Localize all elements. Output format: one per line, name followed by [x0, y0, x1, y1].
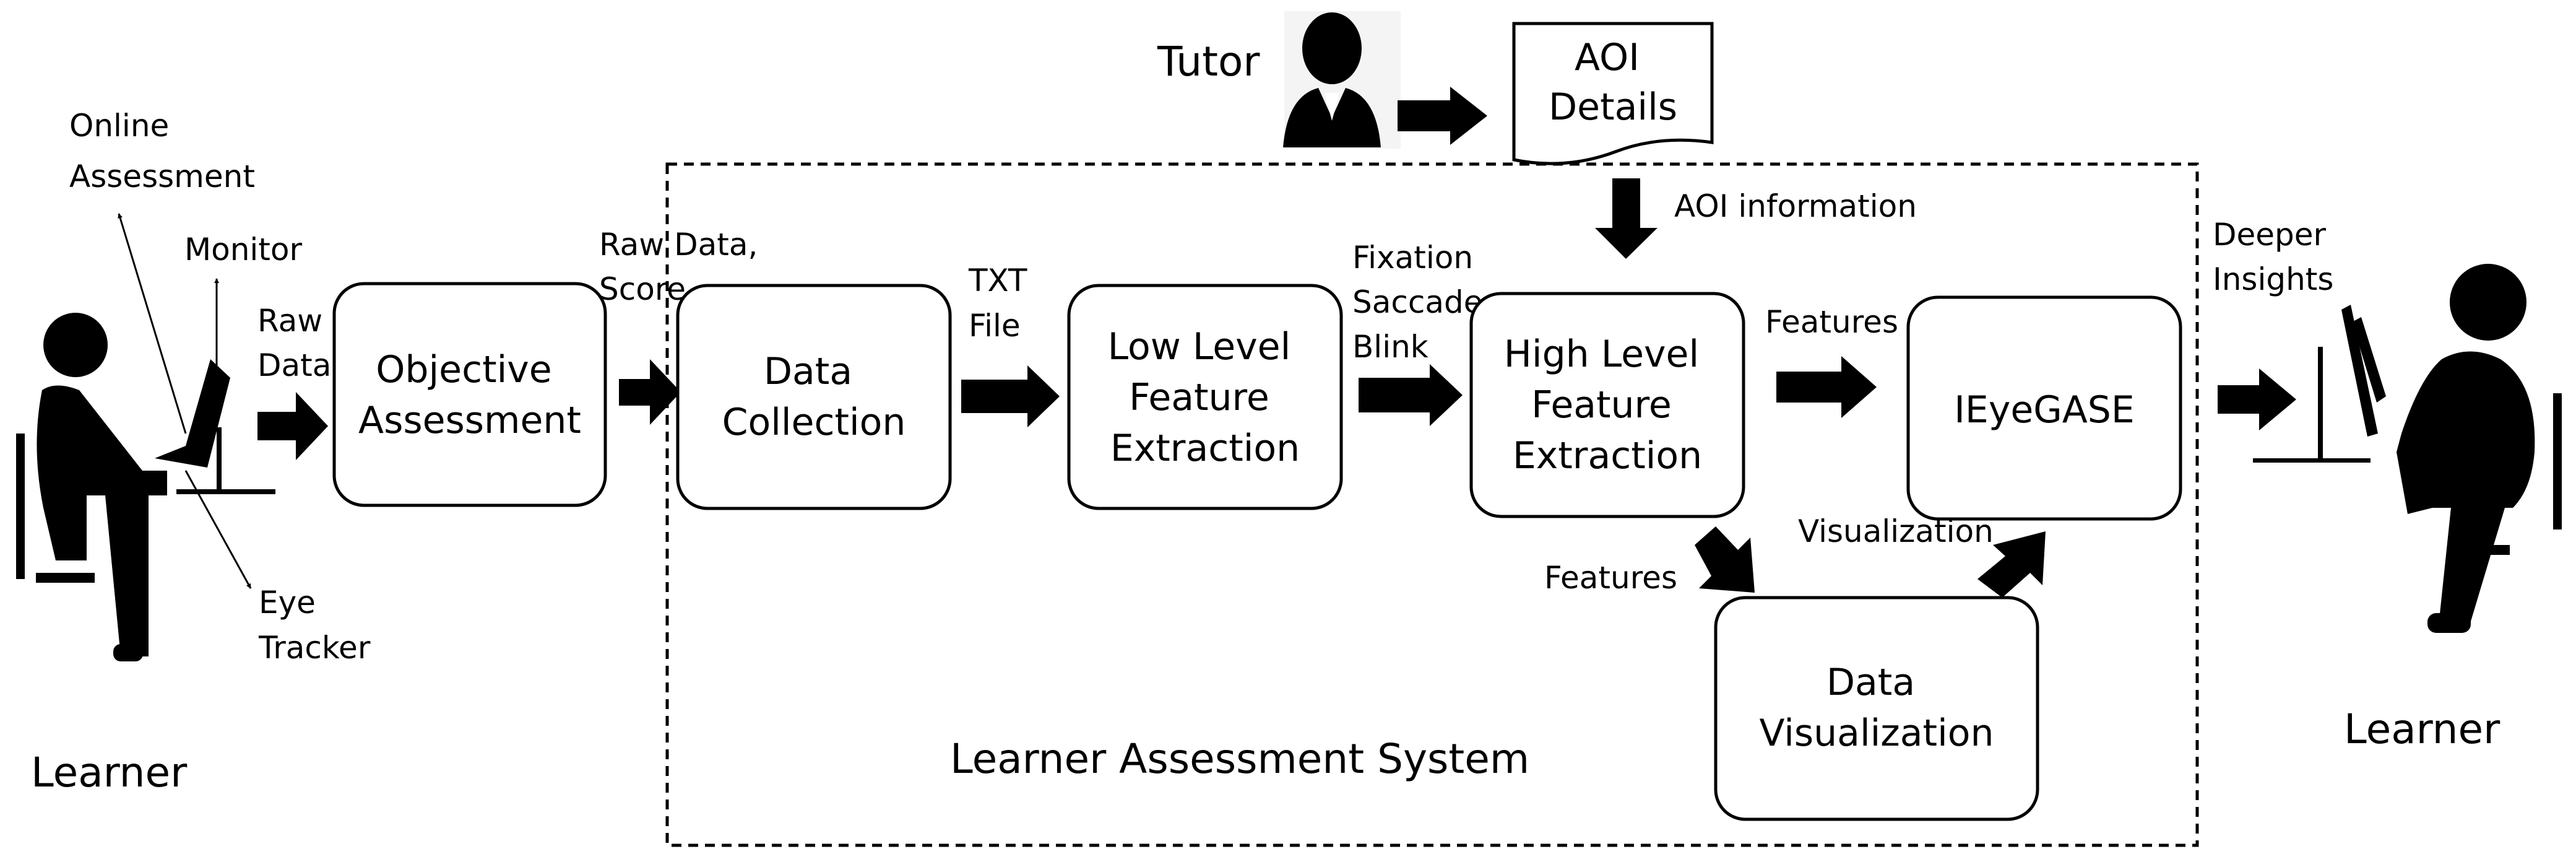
visualization-label: Visualization — [1798, 513, 1994, 549]
txt-file-label: TXT File — [968, 263, 1037, 344]
eye-tracker-arrow — [184, 470, 252, 589]
data-visualization-label: Data Visualization — [1760, 661, 1994, 755]
computer-monitor-icon — [155, 359, 275, 494]
deeper-insights-arrow — [2218, 368, 2296, 430]
deeper-insights-label: Deeper Insights — [2213, 217, 2336, 297]
features-top-label: Features — [1765, 304, 1898, 340]
low-level-feature-extraction-label: Low Level Feature Extraction — [1108, 325, 1303, 470]
tutor-to-aoi-arrow — [1398, 87, 1487, 145]
txt-file-arrow — [961, 365, 1060, 427]
low-level-feature-extraction-box — [1067, 284, 1343, 510]
learner-right-icon — [2397, 264, 2562, 633]
learner-left-label: Learner — [31, 749, 188, 796]
aoi-information-label: AOI information — [1674, 188, 1917, 224]
features-top-arrow — [1776, 356, 1877, 418]
fixation-arrow — [1359, 364, 1463, 426]
features-bottom-label: Features — [1544, 560, 1677, 596]
learner-left-icon — [16, 313, 167, 661]
aoi-information-arrow — [1595, 178, 1658, 259]
online-assessment-label: Online Assessment — [69, 108, 255, 194]
ieyegase-box — [1906, 295, 2182, 521]
learner-right-label: Learner — [2344, 705, 2500, 753]
raw-data-arrow — [257, 392, 328, 460]
system-label: Learner Assessment System — [950, 735, 1529, 783]
online-assessment-arrow — [118, 213, 187, 434]
objective-assessment-box — [332, 282, 607, 507]
eye-tracker-label: Eye Tracker — [258, 585, 371, 666]
computer-monitor-right-icon — [2253, 305, 2386, 463]
features-bottom-arrow — [1695, 526, 1755, 593]
ieyegase-label: IEyeGASE — [1954, 388, 2135, 432]
data-collection-box — [676, 284, 952, 510]
raw-data-label: Raw Data — [257, 303, 332, 383]
aoi-details-document — [1512, 22, 1714, 165]
to-data-collection-arrow — [619, 359, 681, 425]
data-collection-label: Data Collection — [722, 350, 906, 444]
visualization-arrow — [1977, 531, 2046, 598]
high-level-feature-extraction-box — [1469, 292, 1745, 518]
monitor-label: Monitor — [184, 232, 303, 268]
aoi-details-label: AOI Details — [1549, 36, 1677, 129]
tutor-icon — [1283, 11, 1401, 149]
assessment-system-boundary — [665, 162, 2199, 847]
data-visualization-box — [1714, 596, 2039, 821]
objective-assessment-label: Objective Assessment — [358, 348, 581, 442]
high-level-feature-extraction-label: High Level Feature Extraction — [1504, 333, 1711, 477]
fixation-saccade-blink-label: Fixation Saccade Blink — [1352, 240, 1492, 365]
raw-data-score-label: Raw Data, Score — [599, 227, 767, 307]
tutor-label: Tutor — [1157, 38, 1260, 85]
